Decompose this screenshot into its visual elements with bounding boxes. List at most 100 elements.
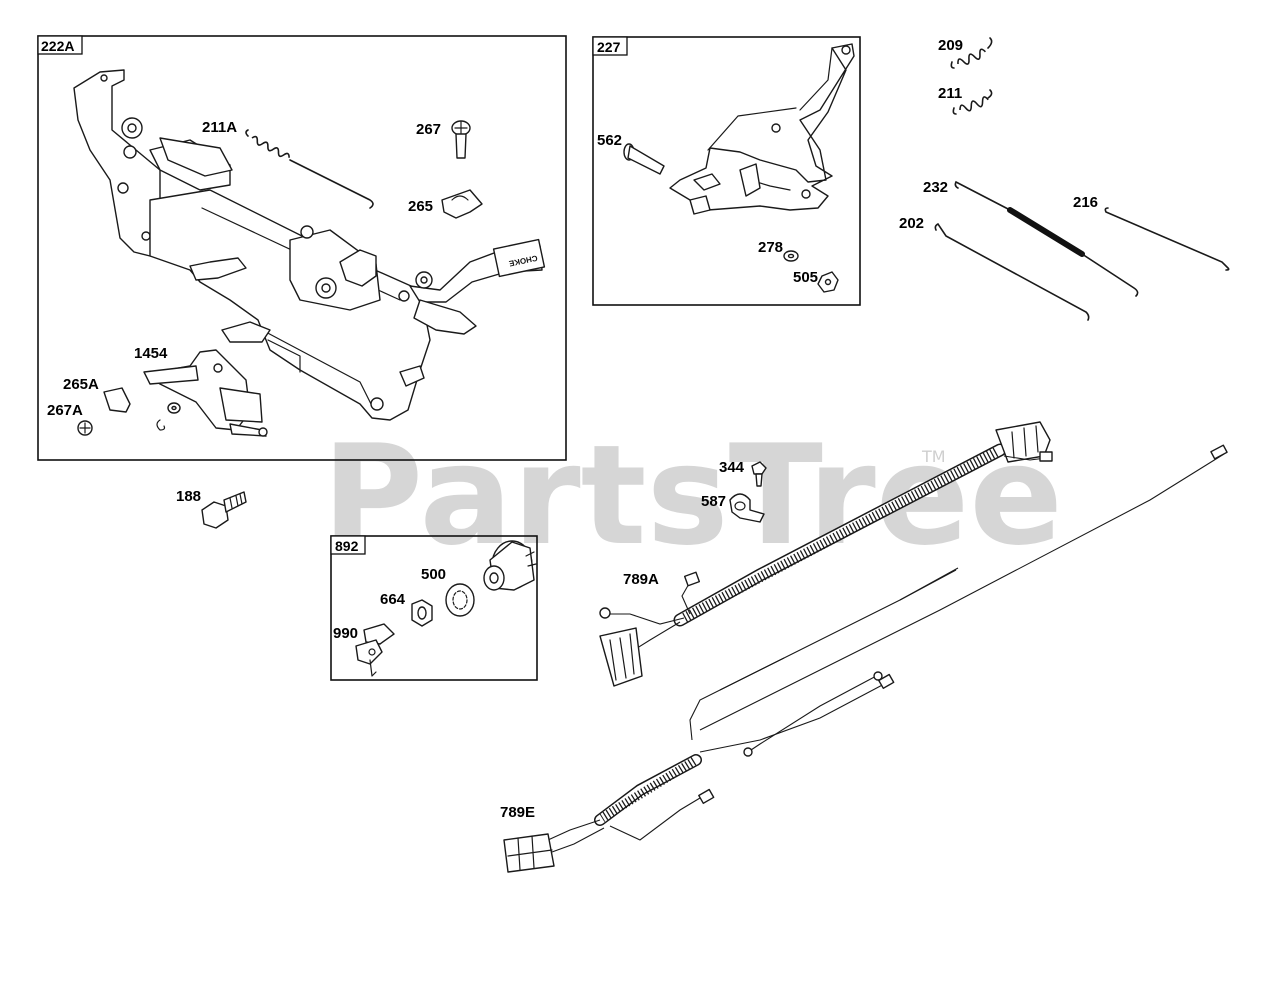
bracket-edge [267,339,301,373]
washer[interactable] [167,402,181,414]
screw-344[interactable] [751,461,767,487]
callout-505: 505 [793,269,818,286]
spring-209[interactable] [950,37,993,69]
bracket-tab [189,257,247,281]
group-222A-tag-box [37,35,83,55]
switch-arm [143,365,199,385]
callout-216: 216 [1073,194,1098,211]
harness-ring-terminal [743,747,753,757]
screw-shank [755,473,763,487]
pin-shank [627,145,665,175]
harness-lead-terminal [878,673,895,690]
callout-267: 267 [416,121,441,138]
harness-789E[interactable] [503,444,1228,873]
bracket-plate [73,69,161,257]
pin-562[interactable] [623,143,665,175]
choke-decal [492,238,546,278]
choke-washer [398,290,410,302]
group-892-tag-box [330,535,366,555]
choke-plate [413,299,477,335]
group-227-frame [592,36,861,306]
rod-end [1081,253,1139,297]
control-bracket[interactable]: CHOKE [73,69,546,421]
key-990[interactable] [355,623,395,677]
rod-202[interactable] [934,222,1090,321]
screw-shank [455,133,467,159]
e-clip[interactable] [156,419,166,431]
nut-hole [417,606,427,620]
clamp-265[interactable] [441,189,483,219]
harness-lead [551,827,605,853]
harness-789A[interactable] [599,421,1053,687]
bracket-hole [100,74,108,82]
choke-nut-center [420,276,428,284]
callout-188: 188 [176,488,201,505]
lever-plate[interactable] [669,43,855,215]
callout-265A: 265A [63,376,99,393]
screw-head-mark [79,422,91,434]
screw-267[interactable] [451,120,471,159]
harness-ring-terminal [599,607,611,619]
harness-plug-cells [507,835,553,871]
lever-plate-hole [841,45,851,55]
switch-1454[interactable] [143,349,268,437]
callout-211A: 211A [202,119,237,136]
harness-lead-terminal [1210,444,1228,460]
harness-connector-pins [1011,425,1039,459]
lockwasher-500[interactable] [445,583,475,617]
ignition-switch[interactable] [483,540,537,591]
rod-wire [1104,207,1230,271]
nut-hole [824,278,832,286]
clamp-body [729,493,765,523]
callout-500: 500 [421,566,446,583]
switch-pin-head [258,427,268,437]
callout-562: 562 [597,132,622,149]
group-222A: 222A CHOKE [37,35,567,461]
callout-211: 211 [938,85,962,102]
key-ring-hole [368,648,376,656]
harness-lead [699,681,889,753]
lever-plate-hole [771,123,781,133]
screw-267A[interactable] [77,420,93,436]
watermark-text: PartsTree [322,415,1063,576]
switch-keyhole [489,572,499,584]
harness-long-lead [699,453,1225,731]
callout-209: 209 [938,37,963,54]
group-892: 892 500 664 990 [330,535,538,681]
spring-coil [251,135,290,158]
clip-265A[interactable] [103,387,131,413]
screw-head-mark [454,121,468,135]
callout-1454: 1454 [134,345,168,362]
spring-rod-232[interactable] [954,180,1139,297]
callout-344: 344 [719,459,745,476]
washer-278[interactable] [783,250,799,262]
harness-lead-tip [899,567,959,601]
callout-278: 278 [758,239,783,256]
lockwasher-ring [445,583,475,617]
rod-216[interactable] [1104,207,1230,271]
nut-664[interactable] [411,599,433,627]
lever-bend [739,163,761,197]
switch-hole [213,363,223,373]
spring-211[interactable] [952,89,993,115]
rod-end [954,180,1011,211]
bracket-hole [117,182,129,194]
governor-pivot-center [321,283,331,293]
bolt-188[interactable] [201,491,247,529]
harness-lead-terminal [1039,451,1053,462]
group-227-tag-box [592,36,628,56]
group-227: 227 562 278 505 [592,36,861,306]
spring-coil [957,48,986,65]
callout-265: 265 [408,198,433,215]
harness-lead [604,613,685,625]
harness-plug [599,627,643,687]
clamp-587[interactable] [729,493,765,523]
washer-hole [787,253,795,259]
e-clip-shape [156,419,166,431]
spring-211A[interactable] [245,129,374,209]
callout-202: 202 [899,215,924,232]
harness-lead [547,819,601,841]
nut-505[interactable] [817,271,839,293]
lever-plate-edge [707,107,797,151]
key-head [363,623,395,645]
